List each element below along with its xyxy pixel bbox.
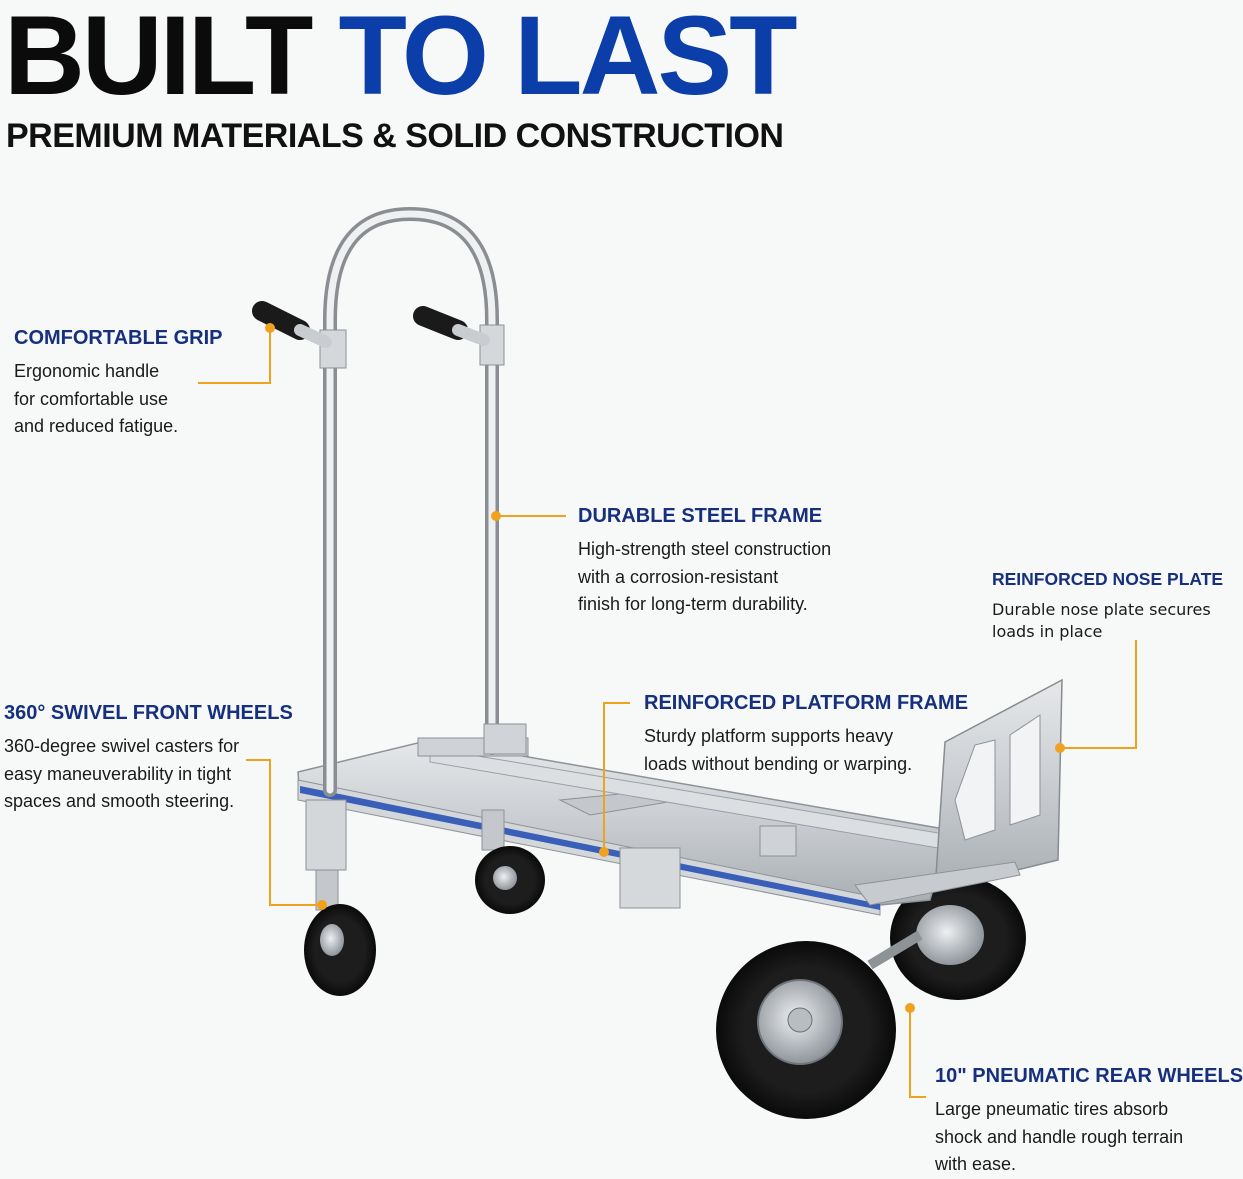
front-caster-front [304,799,376,996]
rear-wheel-front [716,930,923,1119]
feature-desc-line: spaces and smooth steering. [4,791,235,811]
feature-pneumatic-rear-wheels: 10" PNEUMATIC REAR WHEELS Large pneumati… [935,1064,1243,1179]
feature-title: 10" PNEUMATIC REAR WHEELS [935,1065,1243,1087]
feature-description: High-strength steel construction with a … [578,536,831,619]
feature-desc-line: loads without bending or warping. [644,753,913,774]
feature-desc-line: Sturdy platform supports heavy [644,726,894,746]
feature-desc-line: Durable nose plate secures [992,600,1211,619]
feature-desc-line: with a corrosion-resistant [578,566,779,587]
feature-desc-line: easy maneuverability in tight [4,763,232,784]
feature-description: Ergonomic handle for comfortable use and… [14,358,223,441]
rear-wheel-back [890,876,1026,1000]
feature-description: Sturdy platform supports heavy loads wit… [644,723,968,778]
feature-desc-line: High-strength steel construction [578,539,832,559]
feature-desc-line: finish for long-term durability. [578,594,808,614]
headline: BUILT TO LAST [4,0,798,118]
feature-desc-line: shock and handle rough terrain [935,1126,1184,1147]
grip-handles [252,301,490,348]
feature-desc-line: Large pneumatic tires absorb [935,1099,1169,1119]
feature-desc-line: for comfortable use [14,388,169,409]
headline-part-blue: TO LAST [338,0,798,118]
headline-part-black: BUILT [4,0,313,118]
feature-title: DURABLE STEEL FRAME [578,505,823,527]
nose-plate [854,678,1063,906]
feature-desc-line: and reduced fatigue. [14,416,179,436]
feature-desc-line: loads in place [992,621,1103,641]
feature-title: REINFORCED PLATFORM FRAME [644,692,969,714]
feature-title: COMFORTABLE GRIP [14,327,223,349]
feature-reinforced-nose-plate: REINFORCED NOSE PLATE Durable nose plate… [992,567,1223,642]
steel-handle-frame [319,206,527,797]
feature-desc-line: 360-degree swivel casters for [4,736,240,756]
feature-description: 360-degree swivel casters for easy maneu… [4,733,293,816]
subheadline: PREMIUM MATERIALS & SOLID CONSTRUCTION [6,117,784,155]
feature-description: Large pneumatic tires absorb shock and h… [935,1096,1243,1179]
feature-reinforced-platform-frame: REINFORCED PLATFORM FRAME Sturdy platfor… [644,691,968,778]
feature-swivel-front-wheels: 360° SWIVEL FRONT WHEELS 360-degree swiv… [4,701,293,816]
feature-title: REINFORCED NOSE PLATE [992,569,1224,589]
feature-durable-steel-frame: DURABLE STEEL FRAME High-strength steel … [578,504,831,619]
feature-desc-line: with ease. [935,1154,1017,1174]
feature-title: 360° SWIVEL FRONT WHEELS [4,702,293,724]
feature-comfortable-grip: COMFORTABLE GRIP Ergonomic handle for co… [14,326,223,441]
feature-desc-line: Ergonomic handle [14,361,160,381]
front-caster-back [475,809,545,914]
feature-description: Durable nose plate secures loads in plac… [992,599,1223,642]
